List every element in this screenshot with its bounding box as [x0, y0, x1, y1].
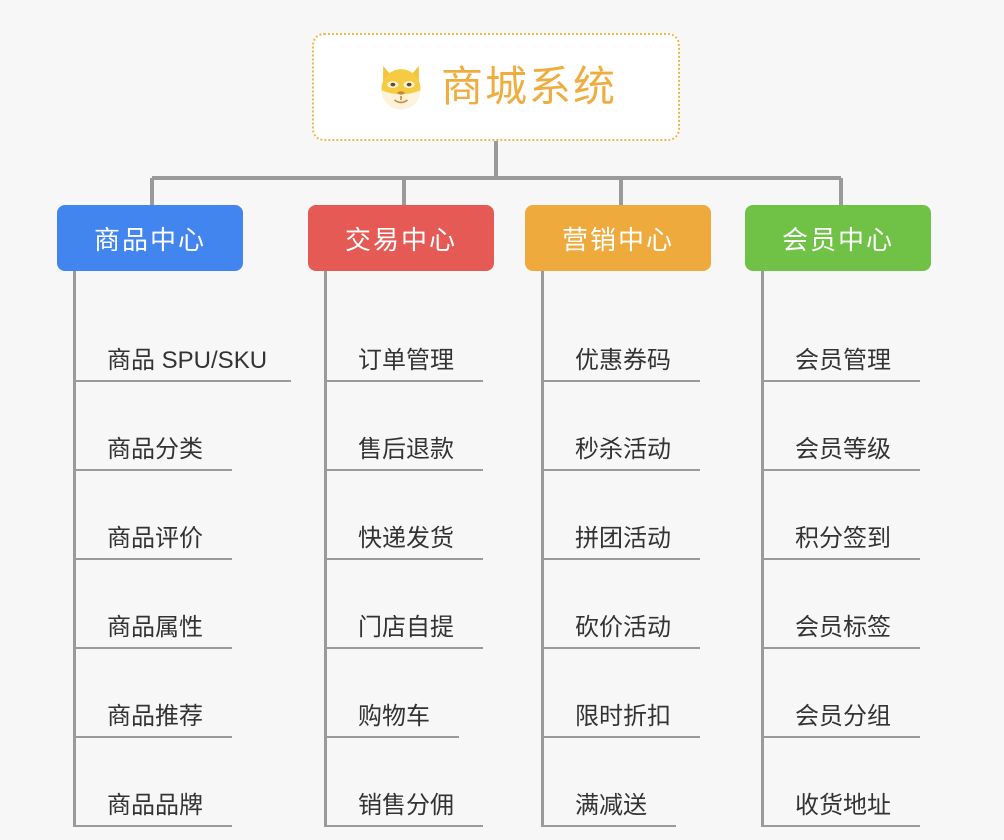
leaf-item[interactable]: 会员标签: [761, 560, 960, 649]
leaf-item[interactable]: 会员分组: [761, 649, 960, 738]
leaf-list-1: 商品 SPU/SKU 商品分类 商品评价 商品属性 商品推荐 商品品牌: [57, 271, 291, 827]
root-title: 商城系统: [440, 63, 617, 110]
shiba-dog-face-icon: [381, 65, 421, 110]
leaf-item[interactable]: 售后退款: [324, 382, 523, 471]
leaf-item[interactable]: 拼团活动: [541, 471, 740, 560]
leaf-label: 会员标签: [795, 614, 891, 641]
leaf-underline: [761, 736, 920, 738]
leaf-item[interactable]: 门店自提: [324, 560, 523, 649]
leaf-item[interactable]: 商品品牌: [73, 738, 287, 827]
leaf-label: 秒杀活动: [575, 436, 671, 463]
root-node[interactable]: 商城系统: [312, 33, 680, 141]
category-header-3[interactable]: 营销中心: [525, 205, 711, 271]
leaf-underline: [541, 558, 700, 560]
leaf-underline: [541, 647, 700, 649]
category-header-4[interactable]: 会员中心: [745, 205, 931, 271]
leaf-underline: [73, 558, 232, 560]
leaf-underline: [73, 469, 232, 471]
leaf-underline: [541, 736, 700, 738]
category-header-1[interactable]: 商品中心: [57, 205, 243, 271]
leaf-underline: [73, 380, 291, 382]
leaf-label: 收货地址: [795, 792, 891, 819]
leaf-item[interactable]: 商品分类: [73, 382, 287, 471]
leaf-underline: [324, 647, 483, 649]
leaf-underline: [324, 736, 459, 738]
leaf-item[interactable]: 购物车: [324, 649, 523, 738]
leaf-label: 商品推荐: [107, 703, 203, 730]
leaf-label: 商品品牌: [107, 792, 203, 819]
leaf-underline: [324, 825, 483, 827]
leaf-item[interactable]: 商品 SPU/SKU: [73, 293, 291, 382]
leaf-label: 快递发货: [358, 525, 454, 552]
leaf-item[interactable]: 秒杀活动: [541, 382, 740, 471]
leaf-underline: [541, 825, 676, 827]
leaf-item[interactable]: 会员管理: [761, 293, 960, 382]
category-column-4: 会员中心 会员管理 会员等级 积分签到 会员标签 会员分组: [745, 205, 960, 827]
leaf-label: 商品 SPU/SKU: [107, 347, 268, 374]
leaf-item[interactable]: 优惠券码: [541, 293, 740, 382]
leaf-label: 会员分组: [795, 703, 891, 730]
leaf-spine-2: [324, 271, 327, 827]
leaf-label: 积分签到: [795, 525, 891, 552]
leaf-underline: [541, 380, 700, 382]
leaf-label: 优惠券码: [575, 347, 671, 374]
leaf-underline: [761, 647, 920, 649]
leaf-label: 砍价活动: [575, 614, 671, 641]
leaf-underline: [73, 736, 232, 738]
leaf-item[interactable]: 收货地址: [761, 738, 960, 827]
leaf-underline: [324, 380, 483, 382]
leaf-item[interactable]: 快递发货: [324, 471, 523, 560]
category-column-3: 营销中心 优惠券码 秒杀活动 拼团活动 砍价活动 限时折扣: [525, 205, 740, 827]
leaf-list-4: 会员管理 会员等级 积分签到 会员标签 会员分组 收货地址: [745, 271, 960, 827]
leaf-label: 商品属性: [107, 614, 203, 641]
leaf-label: 满减送: [575, 792, 647, 819]
category-header-2[interactable]: 交易中心: [308, 205, 494, 271]
leaf-list-3: 优惠券码 秒杀活动 拼团活动 砍价活动 限时折扣 满减送: [525, 271, 740, 827]
leaf-underline: [73, 647, 232, 649]
leaf-item[interactable]: 销售分佣: [324, 738, 523, 827]
leaf-item[interactable]: 商品推荐: [73, 649, 287, 738]
leaf-spine-4: [761, 271, 764, 827]
leaf-underline: [73, 825, 232, 827]
leaf-item[interactable]: 积分签到: [761, 471, 960, 560]
leaf-item[interactable]: 商品属性: [73, 560, 287, 649]
leaf-underline: [761, 558, 920, 560]
leaf-spine-3: [541, 271, 544, 827]
leaf-label: 订单管理: [358, 347, 454, 374]
leaf-item[interactable]: 订单管理: [324, 293, 523, 382]
leaf-underline: [541, 469, 700, 471]
leaf-label: 限时折扣: [575, 703, 671, 730]
leaf-label: 购物车: [358, 703, 430, 730]
leaf-item[interactable]: 商品评价: [73, 471, 287, 560]
leaf-underline: [761, 825, 920, 827]
leaf-label: 门店自提: [358, 614, 454, 641]
leaf-spine-1: [73, 271, 76, 827]
leaf-label: 商品分类: [107, 436, 203, 463]
leaf-label: 拼团活动: [575, 525, 671, 552]
leaf-label: 商品评价: [107, 525, 203, 552]
leaf-label: 会员管理: [795, 347, 891, 374]
category-column-1: 商品中心 商品 SPU/SKU 商品分类 商品评价 商品属性 商品推荐: [57, 205, 291, 827]
leaf-item[interactable]: 砍价活动: [541, 560, 740, 649]
leaf-underline: [324, 469, 483, 471]
leaf-label: 会员等级: [795, 436, 891, 463]
leaf-underline: [324, 558, 483, 560]
leaf-item[interactable]: 会员等级: [761, 382, 960, 471]
leaf-item[interactable]: 限时折扣: [541, 649, 740, 738]
leaf-list-2: 订单管理 售后退款 快递发货 门店自提 购物车 销售分佣: [308, 271, 523, 827]
leaf-underline: [761, 380, 920, 382]
leaf-item[interactable]: 满减送: [541, 738, 740, 827]
leaf-label: 销售分佣: [358, 792, 454, 819]
category-column-2: 交易中心 订单管理 售后退款 快递发货 门店自提 购物车: [308, 205, 523, 827]
leaf-underline: [761, 469, 920, 471]
leaf-label: 售后退款: [358, 436, 454, 463]
